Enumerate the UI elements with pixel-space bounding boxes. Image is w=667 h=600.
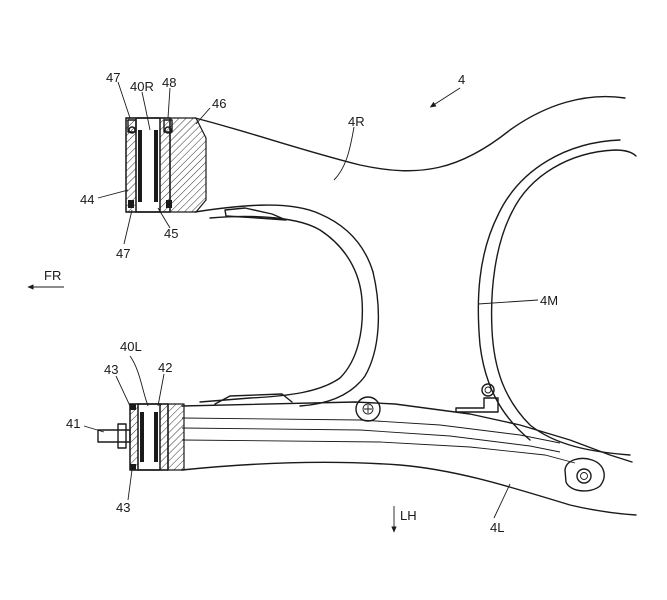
label-46: 46 bbox=[212, 96, 226, 111]
label-4L: 4L bbox=[490, 520, 504, 535]
label-47-bottom: 47 bbox=[116, 246, 130, 261]
label-40L: 40L bbox=[120, 339, 142, 354]
label-43-top: 43 bbox=[104, 362, 118, 377]
leader-lines bbox=[83, 81, 539, 519]
upper-bushing-40R bbox=[125, 117, 207, 213]
label-fr: FR bbox=[44, 268, 61, 283]
direction-indicators bbox=[27, 284, 397, 533]
right-arm-4R bbox=[194, 95, 626, 273]
label-lh: LH bbox=[400, 508, 417, 523]
inner-loop bbox=[199, 215, 380, 407]
left-arm-4L bbox=[181, 393, 637, 516]
label-4R: 4R bbox=[348, 114, 365, 129]
label-43-bottom: 43 bbox=[116, 500, 130, 515]
label-44: 44 bbox=[80, 192, 94, 207]
label-41: 41 bbox=[66, 416, 80, 431]
label-47-top: 47 bbox=[106, 70, 120, 85]
label-42: 42 bbox=[158, 360, 172, 375]
middle-member-4M bbox=[455, 139, 637, 456]
label-48: 48 bbox=[162, 75, 176, 90]
label-4: 4 bbox=[458, 72, 465, 87]
reference-labels: 47 40R 48 46 4R 4 44 45 47 FR 4M 40L 42 … bbox=[44, 70, 558, 535]
label-4M: 4M bbox=[540, 293, 558, 308]
label-40R: 40R bbox=[130, 79, 154, 94]
lower-bushing-40L bbox=[97, 403, 185, 471]
label-45: 45 bbox=[164, 226, 178, 241]
